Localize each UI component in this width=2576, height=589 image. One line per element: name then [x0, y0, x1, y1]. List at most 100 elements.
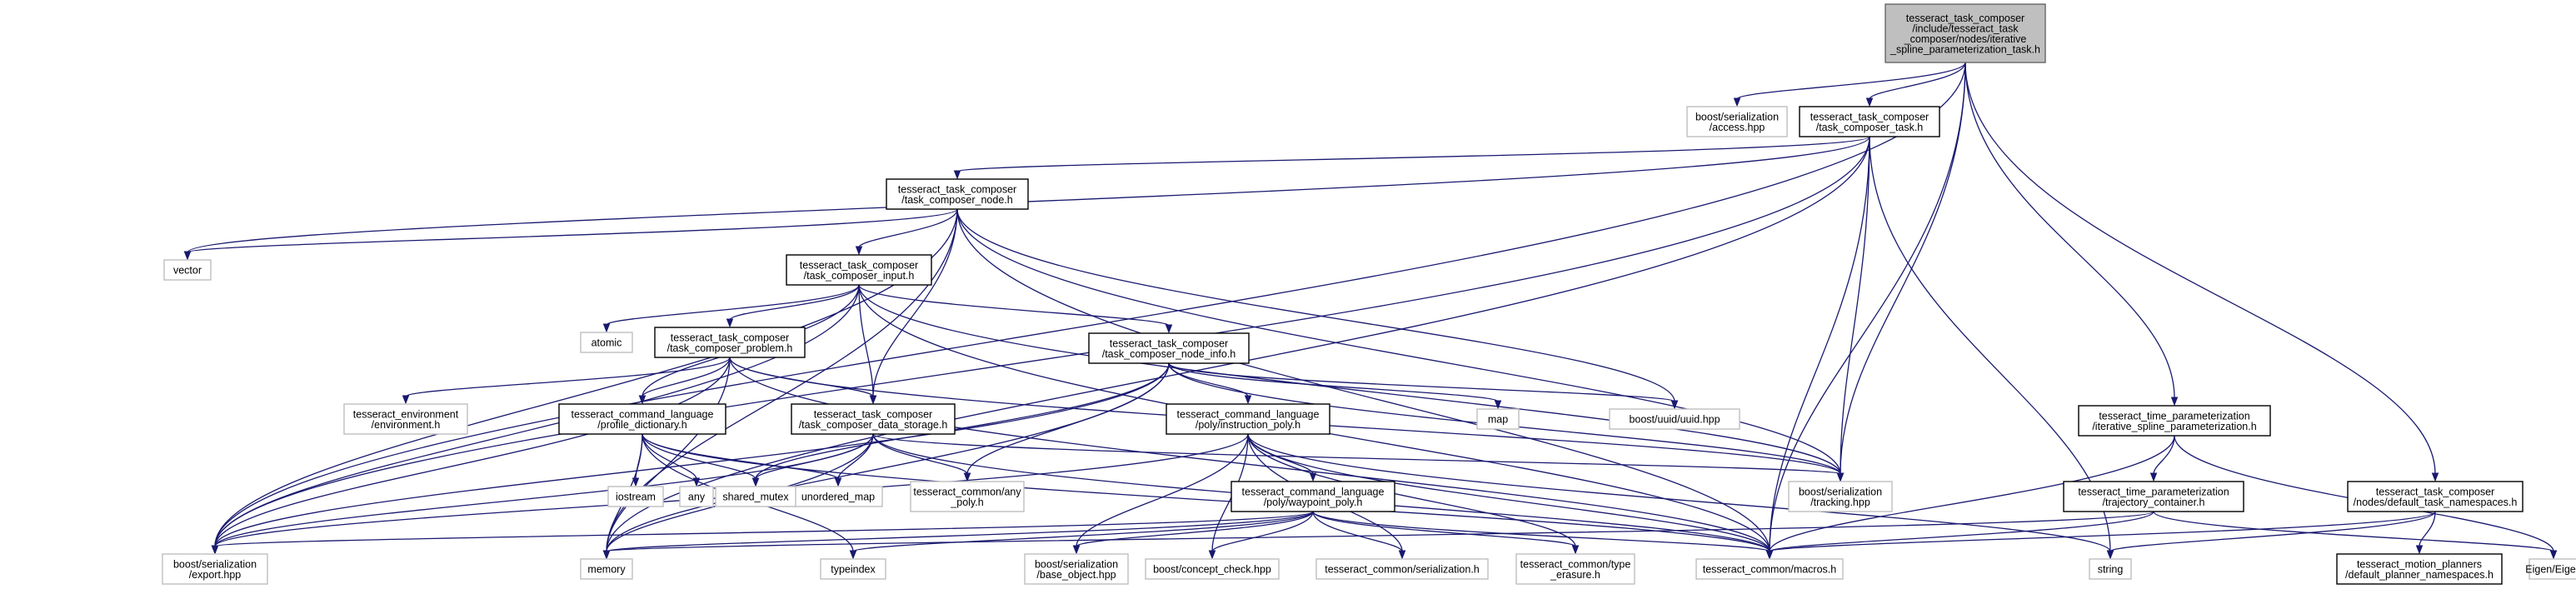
edge-input-to-problem — [726, 284, 860, 328]
edge-time_param-to-traj_container — [2149, 435, 2175, 482]
node-label-line: tesseract_common/macros.h — [1703, 564, 1837, 576]
node-shared-mutex[interactable]: shared_mutex — [715, 486, 796, 507]
node-node-info[interactable]: tesseract_task_composer/task_composer_no… — [1088, 332, 1250, 364]
edge-task-to-node — [953, 136, 1870, 180]
node-label-line: /nodes/default_task_namespaces.h — [2354, 497, 2518, 508]
node-label-line: tesseract_environment — [353, 408, 459, 420]
node-common-serialization[interactable]: tesseract_common/serialization.h — [1315, 558, 1489, 580]
edge-root-to-default_ns — [1964, 62, 2439, 482]
node-label-line: /base_object.hpp — [1036, 569, 1116, 581]
node-atomic[interactable]: atomic — [580, 332, 633, 353]
node-iostream[interactable]: iostream — [607, 486, 664, 507]
node-typeindex[interactable]: typeindex — [820, 558, 886, 580]
header-nodes: tesseract_task_composer/include/tesserac… — [162, 3, 2576, 585]
node-concept-check[interactable]: boost/concept_check.hpp — [1145, 558, 1280, 580]
edge-waypoint_poly-to-macros — [1312, 511, 1774, 560]
edge-root-to-access — [1733, 62, 1966, 107]
node-environment[interactable]: tesseract_environment/environment.h — [343, 403, 468, 435]
edge-problem-to-macros — [729, 357, 1774, 560]
node-problem[interactable]: tesseract_task_composer/task_composer_pr… — [654, 327, 806, 358]
node-label-line: vector — [173, 265, 202, 277]
edge-waypoint_poly-to-memory — [602, 511, 1314, 560]
edge-default_ns-to-string — [2106, 511, 2436, 560]
node-label-line: Eigen/Eigen — [2525, 564, 2576, 576]
node-label-line: /task_composer_node.h — [901, 194, 1012, 206]
node-label-line: tesseract_common/serialization.h — [1325, 564, 1480, 576]
edge-root-to-time_param — [1964, 62, 2179, 407]
node-label-line: tesseract_task_composer — [1906, 12, 2024, 24]
node-label-line: /trajectory_container.h — [2103, 497, 2205, 508]
node-vector[interactable]: vector — [163, 259, 212, 281]
node-label-line: tesseract_motion_planners — [2357, 558, 2482, 570]
node-label-line: iostream — [616, 492, 656, 503]
node-label-line: tesseract_task_composer — [2376, 486, 2494, 497]
node-label-line: typeindex — [831, 564, 876, 576]
edge-problem-to-profile_dict — [638, 357, 731, 405]
node-node[interactable]: tesseract_task_composer/task_composer_no… — [886, 178, 1029, 210]
node-data-storage[interactable]: tesseract_task_composer/task_composer_da… — [791, 403, 956, 435]
node-instruction-poly[interactable]: tesseract_command_language/poly/instruct… — [1166, 403, 1330, 435]
edge-task-to-export — [211, 136, 1870, 555]
node-unordered-map[interactable]: unordered_map — [793, 486, 883, 507]
node-uuid[interactable]: boost/uuid/uuid.hpp — [1609, 408, 1740, 430]
edge-profile_dict-to-shared_mutex — [642, 433, 760, 487]
node-label-line: tesseract_time_parameterization — [2099, 410, 2249, 422]
node-profile-dict[interactable]: tesseract_command_language/profile_dicti… — [558, 403, 726, 435]
node-label-line: /profile_dictionary.h — [597, 419, 687, 431]
node-task[interactable]: tesseract_task_composer/task_composer_ta… — [1799, 106, 1940, 137]
node-waypoint-poly[interactable]: tesseract_command_language/poly/waypoint… — [1231, 481, 1395, 512]
node-label-line: boost/uuid/uuid.hpp — [1629, 414, 1720, 426]
edge-traj_container-to-memory — [602, 511, 2154, 560]
node-label-line: unordered_map — [801, 492, 875, 503]
node-map[interactable]: map — [1476, 408, 1520, 430]
node-any[interactable]: any — [679, 486, 714, 507]
node-any-poly[interactable]: tesseract_common/any_poly.h — [910, 481, 1025, 512]
node-string[interactable]: string — [2089, 558, 2132, 580]
node-label-line: tesseract_command_language — [1242, 486, 1385, 497]
node-label-line: boost/concept_check.hpp — [1153, 564, 1271, 576]
node-label-line: tesseract_task_composer — [814, 408, 932, 420]
node-root[interactable]: tesseract_task_composer/include/tesserac… — [1885, 3, 2046, 63]
edge-default_ns-to-macros — [1765, 511, 2436, 560]
edge-waypoint_poly-to-base_object — [1072, 511, 1314, 555]
edge-data_storage-to-any_poly — [872, 433, 971, 482]
node-label-line: boost/serialization — [173, 558, 257, 570]
edge-node_info-to-map — [1168, 362, 1502, 410]
node-label-line: boost/serialization — [1035, 558, 1118, 570]
node-label-line: tesseract_task_composer — [671, 332, 789, 343]
node-label-line: tesseract_task_composer — [800, 259, 918, 271]
node-planner-ns[interactable]: tesseract_motion_planners/default_planne… — [2336, 553, 2503, 585]
node-label-line: /task_composer_problem.h — [667, 342, 793, 354]
edge-waypoint_poly-to-typeindex — [849, 511, 1314, 560]
node-label-line: any — [688, 492, 706, 503]
node-tracking[interactable]: boost/serialization/tracking.hpp — [1788, 481, 1893, 512]
node-label-line: tesseract_command_language — [572, 408, 714, 420]
node-label-line: tesseract_common/any — [913, 486, 1021, 497]
node-label-line: atomic — [592, 337, 622, 349]
node-label-line: _poly.h — [950, 497, 983, 508]
node-label-line: /task_composer_task.h — [1816, 122, 1924, 133]
node-label-line: _spline_parameterization_task.h — [1890, 43, 2040, 55]
node-label-line: _composer/nodes/iterative — [1904, 33, 2027, 45]
edge-input-to-atomic — [602, 284, 860, 333]
edge-waypoint_poly-to-type_erasure — [1312, 511, 1580, 555]
node-label-line: /include/tesseract_task — [1912, 22, 2019, 34]
node-label-line: boost/serialization — [1799, 486, 1882, 497]
node-export[interactable]: boost/serialization/export.hpp — [162, 553, 268, 585]
node-label-line: tesseract_time_parameterization — [2078, 486, 2229, 497]
node-input[interactable]: tesseract_task_composer/task_composer_in… — [786, 254, 932, 286]
node-memory[interactable]: memory — [580, 558, 633, 580]
edge-waypoint_poly-to-concept_check — [1208, 511, 1314, 560]
node-eigen[interactable]: Eigen/Eigen — [2525, 558, 2576, 580]
node-access[interactable]: boost/serialization/access.hpp — [1686, 106, 1788, 137]
node-label-line: tesseract_command_language — [1177, 408, 1320, 420]
node-macros[interactable]: tesseract_common/macros.h — [1695, 558, 1844, 580]
node-type-erasure[interactable]: tesseract_common/type_erasure.h — [1515, 553, 1635, 585]
node-traj-container[interactable]: tesseract_time_parameterization/trajecto… — [2063, 481, 2244, 512]
edge-node_info-to-uuid — [1168, 362, 1679, 410]
node-base-object[interactable]: boost/serialization/base_object.hpp — [1024, 553, 1129, 585]
node-time-param[interactable]: tesseract_time_parameterization/iterativ… — [2078, 405, 2271, 437]
node-default-ns[interactable]: tesseract_task_composer/nodes/default_ta… — [2347, 481, 2524, 512]
node-label-line: tesseract_task_composer — [1810, 111, 1929, 122]
edge-problem-to-environment — [402, 357, 731, 405]
